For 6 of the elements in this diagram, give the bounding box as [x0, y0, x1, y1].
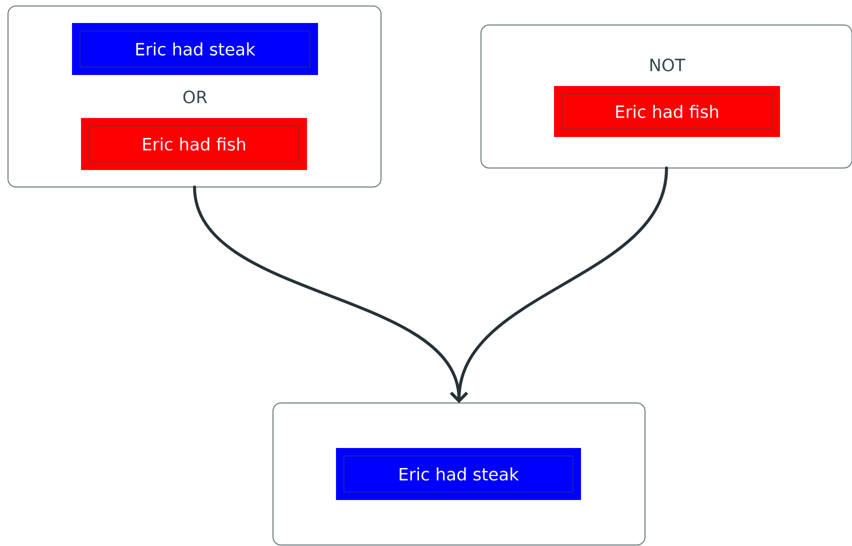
label-box: Eric had steak [72, 23, 318, 75]
label-box: Eric had fish [554, 86, 780, 137]
rounded-box [272, 402, 646, 546]
arrow [450, 166, 668, 403]
label-box: Eric had fish [81, 118, 307, 170]
label-box: Eric had steak [336, 448, 581, 500]
